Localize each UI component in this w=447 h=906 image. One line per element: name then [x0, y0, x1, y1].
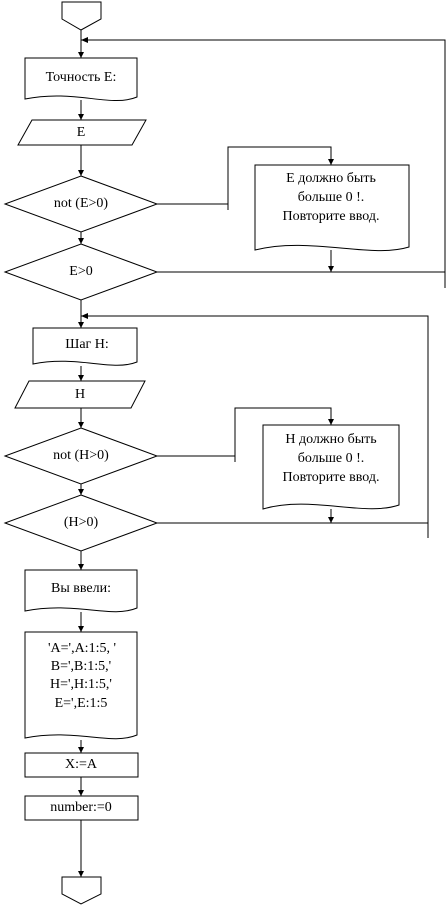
summary-line4: E=',E:1:5 [55, 696, 108, 711]
arrowhead-down [78, 375, 84, 381]
error-e-line2: больше 0 !. [298, 190, 364, 205]
prompt-h-text: Шаг H: [65, 337, 109, 352]
arrowhead-down [78, 52, 84, 58]
arrowhead-down [328, 419, 334, 425]
error-h-line3: Повторите ввод. [283, 470, 380, 485]
arrowhead-down [78, 489, 84, 495]
loop-h-back-line [81, 315, 429, 524]
error-h-document [262, 424, 400, 510]
loop-e-back-line [81, 39, 446, 273]
summary-header-text: Вы ввели: [51, 581, 111, 596]
input-h-parallelogram [14, 380, 146, 409]
arrowhead-down [78, 747, 84, 753]
arrowhead-down [78, 322, 84, 328]
check-e-text: not (E>0) [54, 196, 108, 211]
arrowhead-down [78, 170, 84, 176]
prompt-e-text: Точность E: [46, 70, 117, 85]
arrowhead-down [78, 422, 84, 428]
arrowhead-down [328, 266, 334, 272]
assign-number-process [24, 795, 139, 821]
input-h-text: H [75, 387, 85, 402]
summary-header-document [24, 569, 138, 613]
end-connector [61, 876, 102, 905]
error-e-branch-line [157, 146, 332, 205]
summary-values-document [24, 631, 138, 740]
input-e-text: E [77, 125, 86, 140]
error-h-branch-line [157, 407, 332, 457]
loop-h-text: (H>0) [64, 515, 99, 530]
prompt-e-document [24, 57, 138, 102]
arrowhead-down [78, 238, 84, 244]
error-h-line2: больше 0 !. [298, 451, 364, 466]
loop-e-text: E>0 [69, 264, 92, 279]
error-e-line1: E должно быть [286, 171, 376, 186]
arrowhead-down [78, 114, 84, 120]
input-e-parallelogram [17, 119, 147, 146]
arrowhead-down [78, 626, 84, 632]
assign-number-text: number:=0 [50, 800, 112, 815]
summary-line1: 'A=',A:1:5, ' [48, 641, 116, 656]
assign-x-text: X:=A [65, 757, 98, 772]
summary-line2: B=',B:1:5,' [51, 659, 111, 674]
start-connector [61, 1, 102, 31]
arrowhead-down [78, 564, 84, 570]
arrowhead-down [78, 790, 84, 796]
assign-x-process [24, 752, 139, 778]
prompt-h-document [32, 327, 138, 366]
arrowhead-left [81, 37, 88, 43]
arrowhead-left [81, 313, 88, 319]
error-e-document [254, 164, 410, 252]
summary-line3: H=',H:1:5,' [50, 677, 112, 692]
arrowhead-down [328, 159, 334, 165]
error-h-line1: H должно быть [285, 432, 376, 447]
error-e-line3: Повторите ввод. [283, 209, 380, 224]
check-h-text: not (H>0) [53, 448, 109, 463]
arrowhead-down [328, 517, 334, 523]
arrowhead-down [78, 871, 84, 877]
arrowheads [78, 37, 334, 877]
